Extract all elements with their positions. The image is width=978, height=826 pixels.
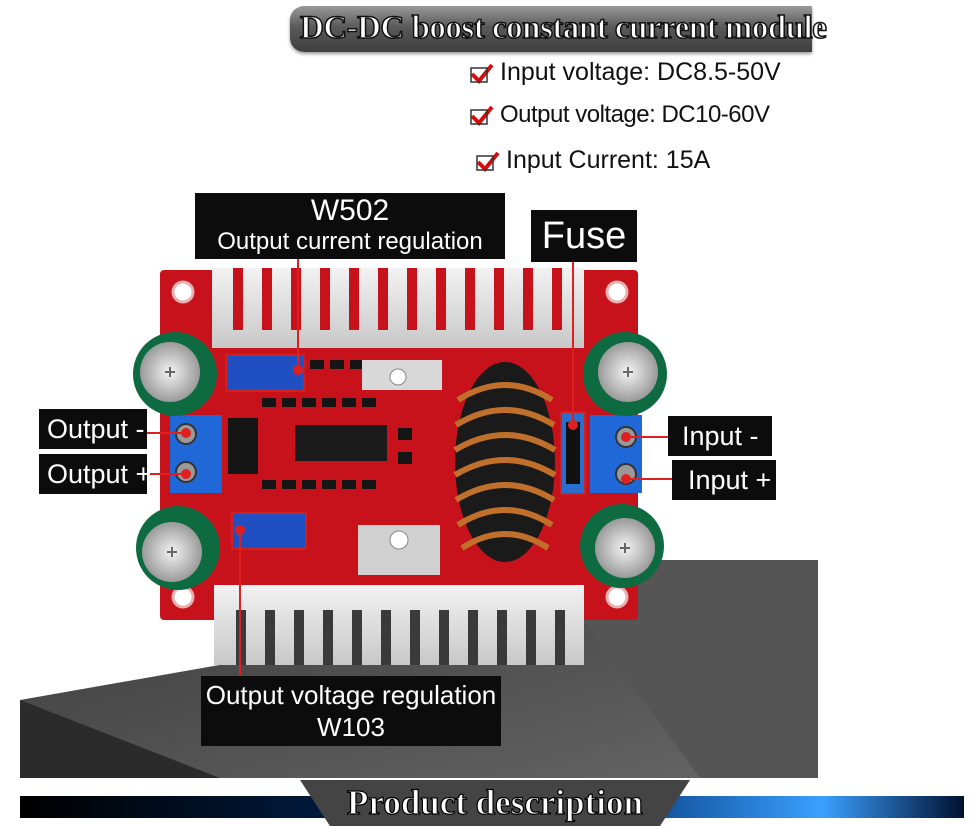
bottom-heatsink xyxy=(214,585,584,665)
spec-item: Input voltage: DC8.5-50V xyxy=(470,58,781,87)
ic-chip xyxy=(295,425,387,461)
w103-label: Output voltage regulation W103 xyxy=(201,676,501,746)
toroid-inductor xyxy=(453,362,557,562)
input-plus-label: Input + xyxy=(672,460,776,500)
spec-item: Input Current: 15A xyxy=(476,146,710,175)
spec-text: Input Current: 15A xyxy=(506,146,711,174)
potentiometer-w502 xyxy=(225,354,305,392)
capacitor xyxy=(580,504,664,588)
page-title: DC-DC boost constant current module xyxy=(299,9,827,47)
w502-label: W502 Output current regulation xyxy=(195,193,505,259)
spec-text: Input voltage: DC8.5-50V xyxy=(500,58,781,86)
checkmark-icon xyxy=(470,104,494,126)
footer-title: Product description xyxy=(346,782,643,822)
title-banner xyxy=(290,6,812,52)
w502-description: Output current regulation xyxy=(217,228,483,255)
shunt-resistor xyxy=(228,418,258,474)
callout-lines xyxy=(147,259,672,676)
w103-code: W103 xyxy=(317,712,385,742)
capacitor xyxy=(583,332,667,416)
top-heatsink xyxy=(212,268,584,348)
spec-item: Output voltage: DC10-60V xyxy=(470,101,770,129)
capacitor xyxy=(136,506,220,590)
output-minus-label: Output - xyxy=(39,409,147,449)
footer-plate xyxy=(300,780,690,826)
checkmark-icon xyxy=(470,62,494,84)
w103-description: Output voltage regulation xyxy=(205,680,497,710)
checkmark-icon xyxy=(476,150,500,172)
w502-code: W502 xyxy=(310,194,390,227)
fuse-label: Fuse xyxy=(531,210,637,262)
spec-text: Output voltage: DC10-60V xyxy=(500,101,770,128)
output-plus-label: Output + xyxy=(39,454,151,494)
capacitor xyxy=(133,332,217,416)
input-minus-label: Input - xyxy=(668,416,772,456)
